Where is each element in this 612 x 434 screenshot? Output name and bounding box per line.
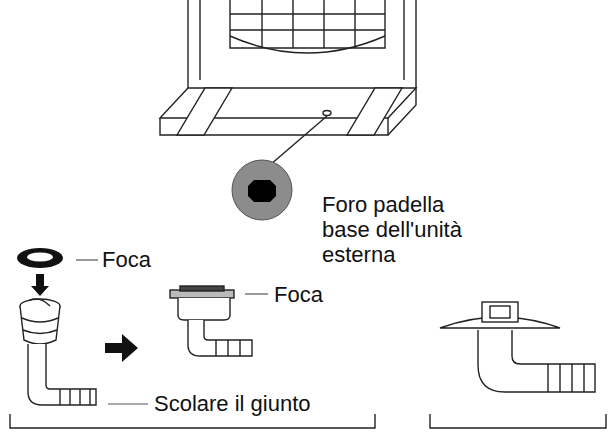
group-bracket [10, 414, 606, 428]
assembly-arrow [105, 334, 138, 362]
part-label: Scolare il giunto [154, 391, 374, 416]
drain-joint-left [20, 299, 148, 405]
drain-joint-alternative [440, 302, 595, 392]
part-label: Foca [274, 282, 354, 307]
outdoor-unit [160, 0, 416, 165]
hole-label: Foro padella base dell'unità esterna [322, 192, 494, 267]
drain-joint-assembled [170, 286, 268, 356]
seal-ring [17, 248, 98, 296]
base-pan-hole [232, 160, 292, 220]
part-label: Foca [102, 247, 182, 272]
